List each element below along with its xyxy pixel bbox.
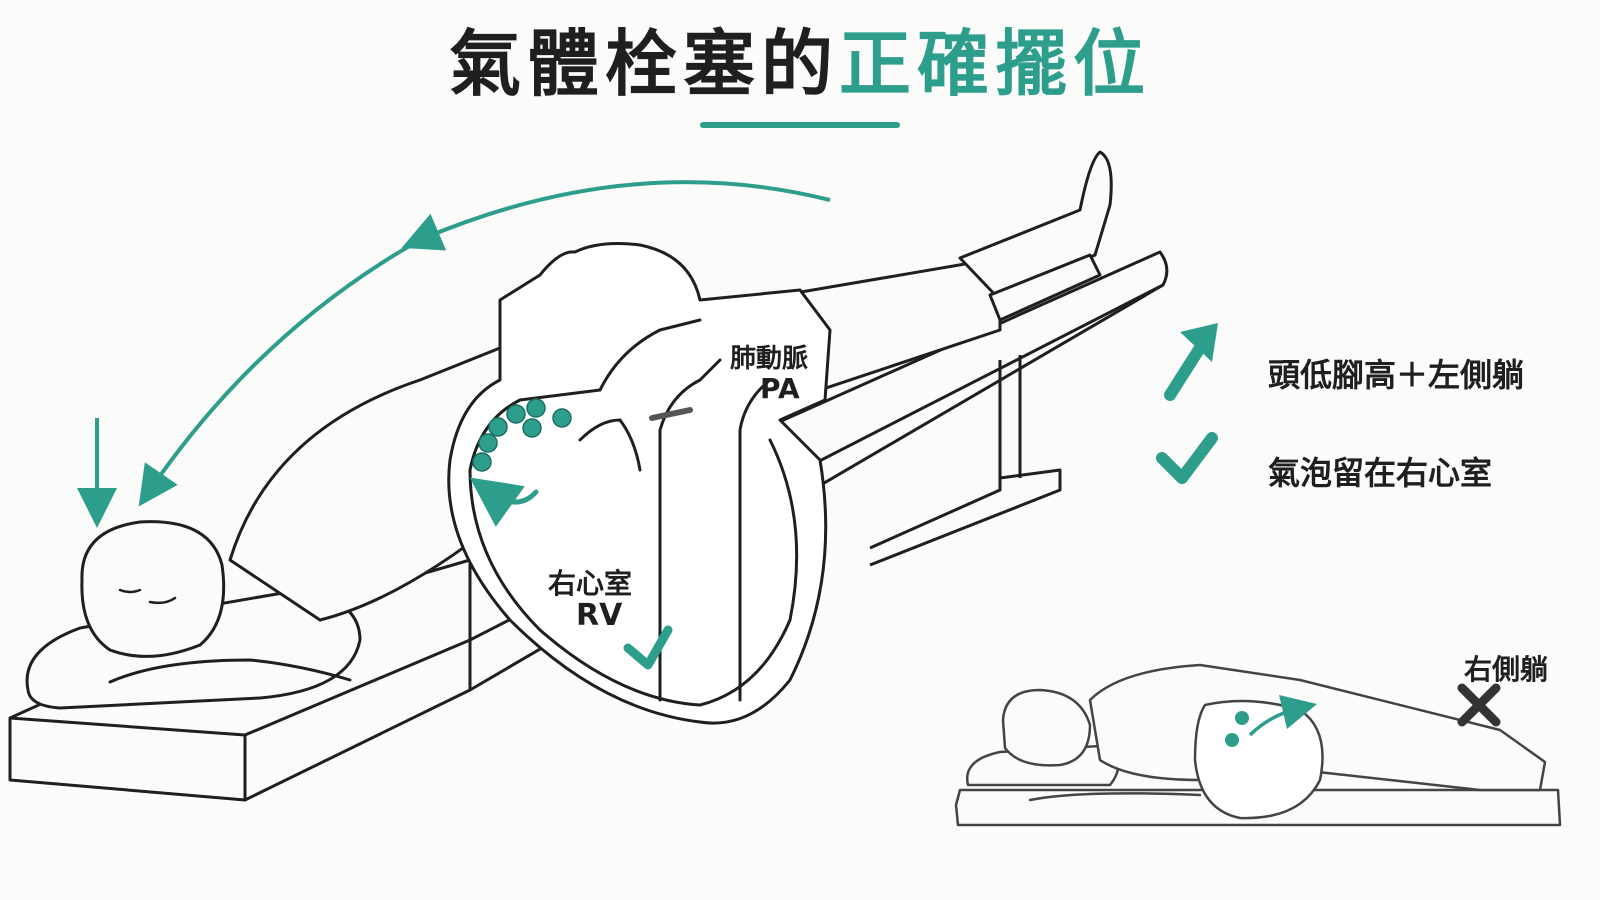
check-icon [1156, 432, 1218, 484]
legend-bubble-text: 氣泡留在右心室 [1268, 454, 1493, 492]
patient-right-side [954, 663, 1562, 827]
legend-position-text: 頭低腳高＋左側躺 [1268, 356, 1525, 394]
air-bubbles [472, 398, 572, 472]
air-bubble [478, 433, 498, 453]
small-head [1001, 688, 1092, 767]
air-bubble [1225, 733, 1239, 747]
air-bubble [472, 452, 492, 472]
up-right-arrow-icon [1164, 323, 1218, 401]
arm [108, 658, 352, 684]
small-bubbles [1225, 711, 1249, 747]
title-accent: 正確擺位 [839, 22, 1152, 106]
check-icon [623, 625, 673, 670]
tilt-arrow-bottom [138, 238, 421, 507]
air-bubble [552, 408, 572, 428]
heart-outer [447, 242, 832, 725]
rv-label-chinese: 右心室 [548, 567, 633, 600]
pa-label-english: PA [760, 372, 800, 405]
rv-label-english: RV [576, 598, 623, 633]
title-main: 氣體栓塞的 [448, 22, 839, 106]
small-heart [1193, 699, 1324, 820]
wrong-position-label: 右側躺 [1464, 653, 1549, 686]
foot [1078, 150, 1113, 257]
valve-line [649, 407, 693, 421]
air-bubble [1235, 711, 1249, 725]
small-flow-arrow [1248, 694, 1318, 737]
air-bubble [526, 398, 546, 418]
small-arm [1028, 792, 1202, 802]
air-bubble [506, 404, 526, 424]
tilt-arrow-top [401, 180, 831, 251]
pa-label-chinese: 肺動脈 [730, 344, 809, 374]
title-underline [700, 122, 900, 128]
leg-lower [988, 253, 1102, 322]
air-bubble [522, 418, 542, 438]
cross-icon [1457, 683, 1501, 727]
page-title: 氣體栓塞的正確擺位 [0, 22, 1600, 106]
heart-diagram [447, 242, 832, 725]
septum [598, 318, 702, 392]
curved-arrow-icon [469, 477, 539, 527]
head [80, 520, 226, 658]
air-bubble [488, 417, 508, 437]
